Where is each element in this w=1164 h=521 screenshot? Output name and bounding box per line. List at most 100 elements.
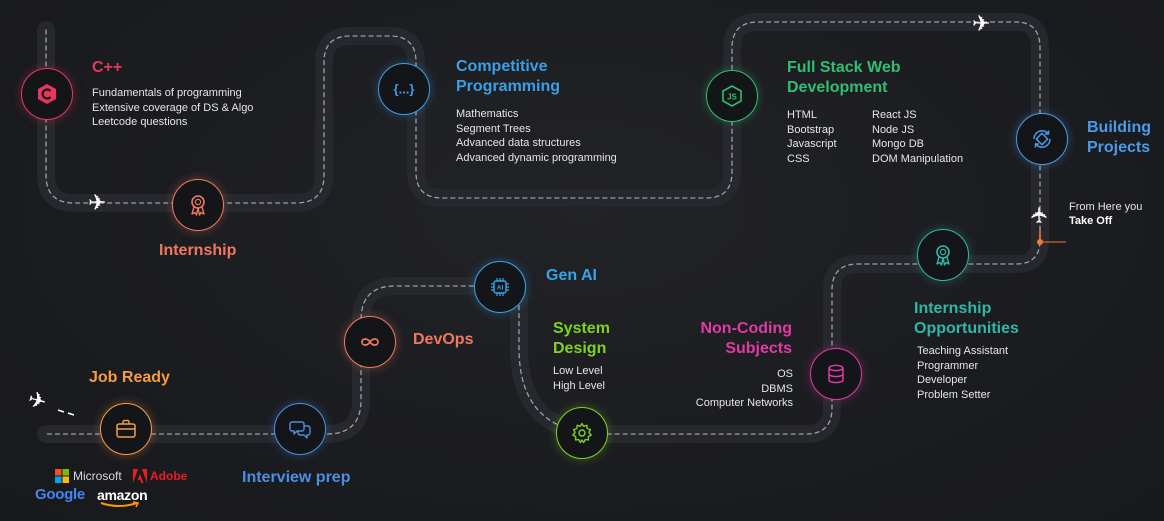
infinity-icon bbox=[361, 338, 379, 346]
genai-node[interactable]: AI bbox=[474, 261, 526, 313]
opportunity-role: Programmer bbox=[917, 359, 979, 372]
fullstack-topic: Javascript bbox=[787, 138, 837, 151]
noncoding-subjects: OS DBMS Computer Networks bbox=[662, 367, 793, 411]
fullstack-title: Full Stack Web Development bbox=[787, 58, 901, 98]
competitive-title: Competitive Programming bbox=[456, 57, 560, 97]
system-title-line: Design bbox=[553, 340, 607, 357]
fullstack-title-line: Development bbox=[787, 79, 888, 96]
fullstack-topic: React JS bbox=[872, 109, 917, 121]
briefcase-icon bbox=[116, 419, 136, 438]
opportunities-title-line: Opportunities bbox=[914, 320, 1019, 337]
amazon-smile-icon bbox=[100, 501, 140, 508]
competitive-topic: Mathematics bbox=[456, 108, 519, 120]
fullstack-topic: Bootstrap bbox=[787, 123, 835, 136]
adobe-label: Adobe bbox=[150, 469, 188, 483]
nodejs-logo-icon: JS bbox=[722, 85, 742, 107]
opportunity-role: Developer bbox=[917, 374, 968, 387]
fullstack-topic: Node JS bbox=[872, 123, 915, 136]
internship-node[interactable] bbox=[172, 179, 224, 231]
fullstack-topic: DOM Manipulation bbox=[872, 152, 964, 165]
curly-braces-icon: {...} bbox=[394, 82, 415, 97]
microsoft-label: Microsoft bbox=[73, 469, 122, 483]
noncoding-subject: DBMS bbox=[761, 382, 793, 395]
competitive-topic: Segment Trees bbox=[456, 122, 531, 135]
airplane-icon: ✈ bbox=[88, 190, 107, 215]
fullstack-topic: HTML bbox=[787, 109, 817, 121]
system-title: System Design bbox=[553, 319, 610, 359]
microsoft-logo-icon bbox=[55, 469, 69, 483]
database-icon bbox=[828, 364, 844, 384]
airplane-icon: ✈ bbox=[972, 11, 991, 36]
adobe-logo-icon bbox=[133, 469, 147, 483]
cycle-arrows-icon bbox=[1033, 130, 1051, 148]
interview-title: Interview prep bbox=[242, 469, 351, 486]
svg-text:JS: JS bbox=[727, 93, 737, 102]
amazon-label: amazon bbox=[97, 487, 148, 503]
amazon-logo: amazon bbox=[97, 487, 148, 508]
opportunities-title-line: Internship bbox=[914, 300, 992, 317]
takeoff-line: Take Off bbox=[1069, 215, 1113, 227]
opportunities-roles: Teaching Assistant Programmer Developer … bbox=[917, 344, 1008, 402]
jobready-title: Job Ready bbox=[89, 369, 170, 386]
system-title-line: System bbox=[553, 320, 610, 337]
building-title: Building Projects bbox=[1087, 118, 1151, 158]
cpp-title: C++ bbox=[92, 59, 123, 76]
interview-node[interactable] bbox=[274, 403, 326, 455]
building-node[interactable] bbox=[1016, 113, 1068, 165]
airplane-takeoff-icon: ✈ bbox=[1027, 205, 1053, 225]
devops-title: DevOps bbox=[413, 331, 474, 348]
competitive-title-line: Competitive bbox=[456, 58, 548, 75]
svg-text:AI: AI bbox=[497, 285, 504, 292]
competitive-topic: Advanced dynamic programming bbox=[456, 151, 617, 164]
award-ribbon-icon bbox=[191, 195, 205, 216]
google-logo-text: Google bbox=[35, 486, 85, 503]
competitive-title-line: Programming bbox=[456, 78, 561, 95]
cpp-topic: Leetcode questions bbox=[92, 116, 188, 129]
cpp-topics: Fundamentals of programming Extensive co… bbox=[92, 86, 253, 130]
gear-icon bbox=[572, 422, 592, 444]
system-level: Low Level bbox=[553, 365, 603, 377]
fullstack-title-line: Full Stack Web bbox=[787, 59, 901, 76]
building-title-line: Building bbox=[1087, 119, 1151, 136]
takeoff-note: From Here you Take Off bbox=[1069, 200, 1142, 228]
cpp-logo-icon bbox=[38, 84, 56, 104]
internship-title: Internship bbox=[159, 242, 237, 259]
cpp-node[interactable] bbox=[21, 68, 73, 120]
noncoding-title-line: Non-Coding bbox=[700, 320, 792, 337]
opportunity-role: Problem Setter bbox=[917, 388, 991, 401]
opportunities-title: Internship Opportunities bbox=[914, 299, 1019, 339]
microsoft-logo: Microsoft bbox=[55, 469, 122, 483]
fullstack-topic: CSS bbox=[787, 152, 810, 165]
ai-chip-icon: AI bbox=[491, 278, 509, 296]
adobe-logo: Adobe bbox=[133, 469, 187, 483]
system-node[interactable] bbox=[556, 407, 608, 459]
award-ribbon-icon bbox=[936, 245, 950, 266]
noncoding-title: Non-Coding Subjects bbox=[680, 319, 792, 359]
opportunities-node[interactable] bbox=[917, 229, 969, 281]
fullstack-node[interactable]: JS bbox=[706, 70, 758, 122]
google-logo: Google bbox=[35, 486, 85, 503]
devops-node[interactable] bbox=[344, 316, 396, 368]
system-level: High Level bbox=[553, 379, 605, 392]
competitive-topics: Mathematics Segment Trees Advanced data … bbox=[456, 107, 617, 165]
chat-bubbles-icon bbox=[289, 421, 311, 439]
cpp-topic: Extensive coverage of DS & Algo bbox=[92, 101, 254, 114]
opportunity-role: Teaching Assistant bbox=[917, 345, 1009, 357]
fullstack-topics-col2: React JS Node JS Mongo DB DOM Manipulati… bbox=[872, 108, 963, 166]
cpp-topic: Fundamentals of programming bbox=[92, 87, 242, 99]
noncoding-subject: OS bbox=[777, 368, 793, 380]
genai-title: Gen AI bbox=[546, 267, 597, 284]
noncoding-node[interactable] bbox=[810, 348, 862, 400]
building-title-line: Projects bbox=[1087, 139, 1151, 156]
competitive-node[interactable]: {...} bbox=[378, 63, 430, 115]
system-levels: Low Level High Level bbox=[553, 364, 605, 393]
competitive-topic: Advanced data structures bbox=[456, 137, 581, 150]
noncoding-subject: Computer Networks bbox=[695, 397, 793, 410]
jobready-node[interactable] bbox=[100, 403, 152, 455]
fullstack-topics-col1: HTML Bootstrap Javascript CSS bbox=[787, 108, 837, 166]
svg-text:{...}: {...} bbox=[394, 82, 415, 97]
takeoff-line: From Here you bbox=[1069, 201, 1143, 213]
noncoding-title-line: Subjects bbox=[725, 340, 792, 357]
